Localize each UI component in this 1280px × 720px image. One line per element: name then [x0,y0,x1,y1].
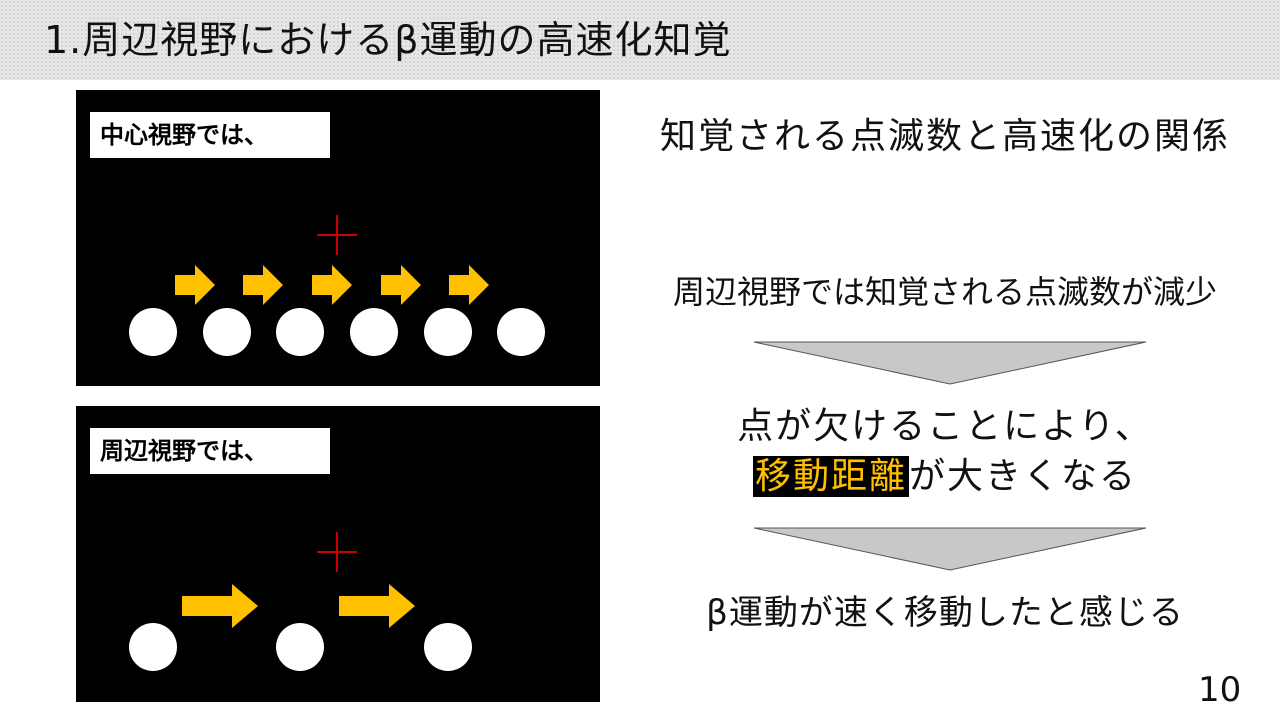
cause-statement: 点が欠けることにより、 移動距離が大きくなる [610,402,1280,502]
page-number: 10 [1198,670,1242,710]
peripheral-vision-label: 周辺視野では、 [90,428,330,474]
reduction-statement: 周辺視野では知覚される点滅数が減少 [672,273,1217,311]
slide-title: 1.周辺視野におけるβ運動の高速化知覚 [44,18,732,62]
stimulus-dot [129,623,177,671]
right-arrow-icon [182,584,258,628]
central-vision-panel: 中心視野では、 [76,90,600,386]
stimulus-dot [497,308,545,356]
central-vision-diagram [129,215,545,356]
fixation-cross-icon [317,215,357,255]
stimulus-dots [129,623,472,671]
effect-statement: β運動が速く移動したと感じる [706,593,1184,633]
right-arrow-icon [243,265,283,305]
stimulus-dot [424,623,472,671]
right-arrow-icon [312,265,352,305]
stimulus-dot [276,308,324,356]
motion-arrows [182,584,415,628]
stimulus-dot [424,308,472,356]
stimulus-dot [276,623,324,671]
right-arrow-icon [175,265,215,305]
right-arrow-icon [381,265,421,305]
cause-line-2-rest: が大きくなる [909,456,1138,497]
stimulus-dot [129,308,177,356]
fixation-cross-icon [317,532,357,572]
down-triangle-arrow-icon [753,341,1147,385]
central-vision-label: 中心視野では、 [90,112,330,158]
movement-distance-highlight: 移動距離 [752,456,909,497]
down-triangle-arrow-icon [753,527,1147,571]
stimulus-dots [129,308,545,356]
slide-header: 1.周辺視野におけるβ運動の高速化知覚 [0,0,1280,80]
relation-heading: 知覚される点滅数と高速化の関係 [659,116,1230,157]
stimulus-dot [203,308,251,356]
motion-arrows [175,265,489,305]
cause-line-1: 点が欠けることにより、 [737,406,1153,447]
right-arrow-icon [449,265,489,305]
stimulus-dot [350,308,398,356]
peripheral-vision-diagram [129,532,472,671]
cause-line-2: 移動距離が大きくなる [610,452,1280,502]
peripheral-vision-panel: 周辺視野では、 [76,406,600,702]
right-arrow-icon [339,584,415,628]
